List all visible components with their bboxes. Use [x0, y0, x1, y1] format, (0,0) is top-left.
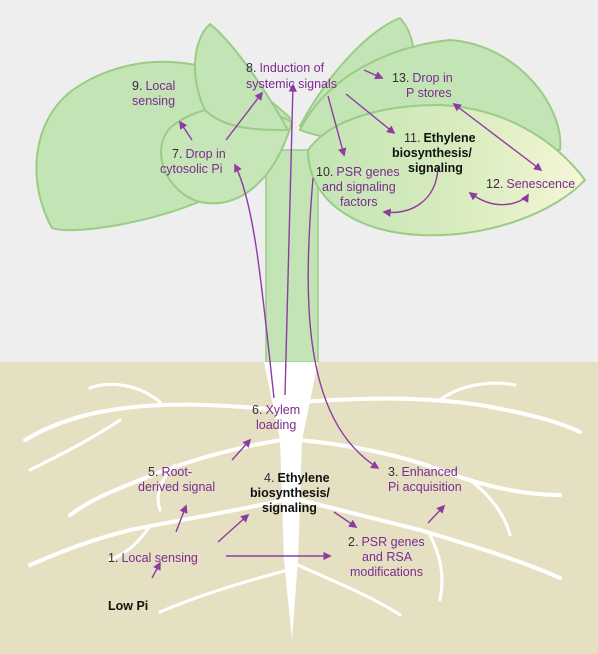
label-step-12: 12.Senescence	[486, 177, 575, 191]
label-step-1: 1.Local sensing	[108, 551, 198, 565]
label-step-9: 9.Local sensing	[132, 79, 179, 108]
label-low-pi: Low Pi	[108, 599, 148, 613]
label-step-6: 6.Xylem loading	[252, 403, 304, 432]
